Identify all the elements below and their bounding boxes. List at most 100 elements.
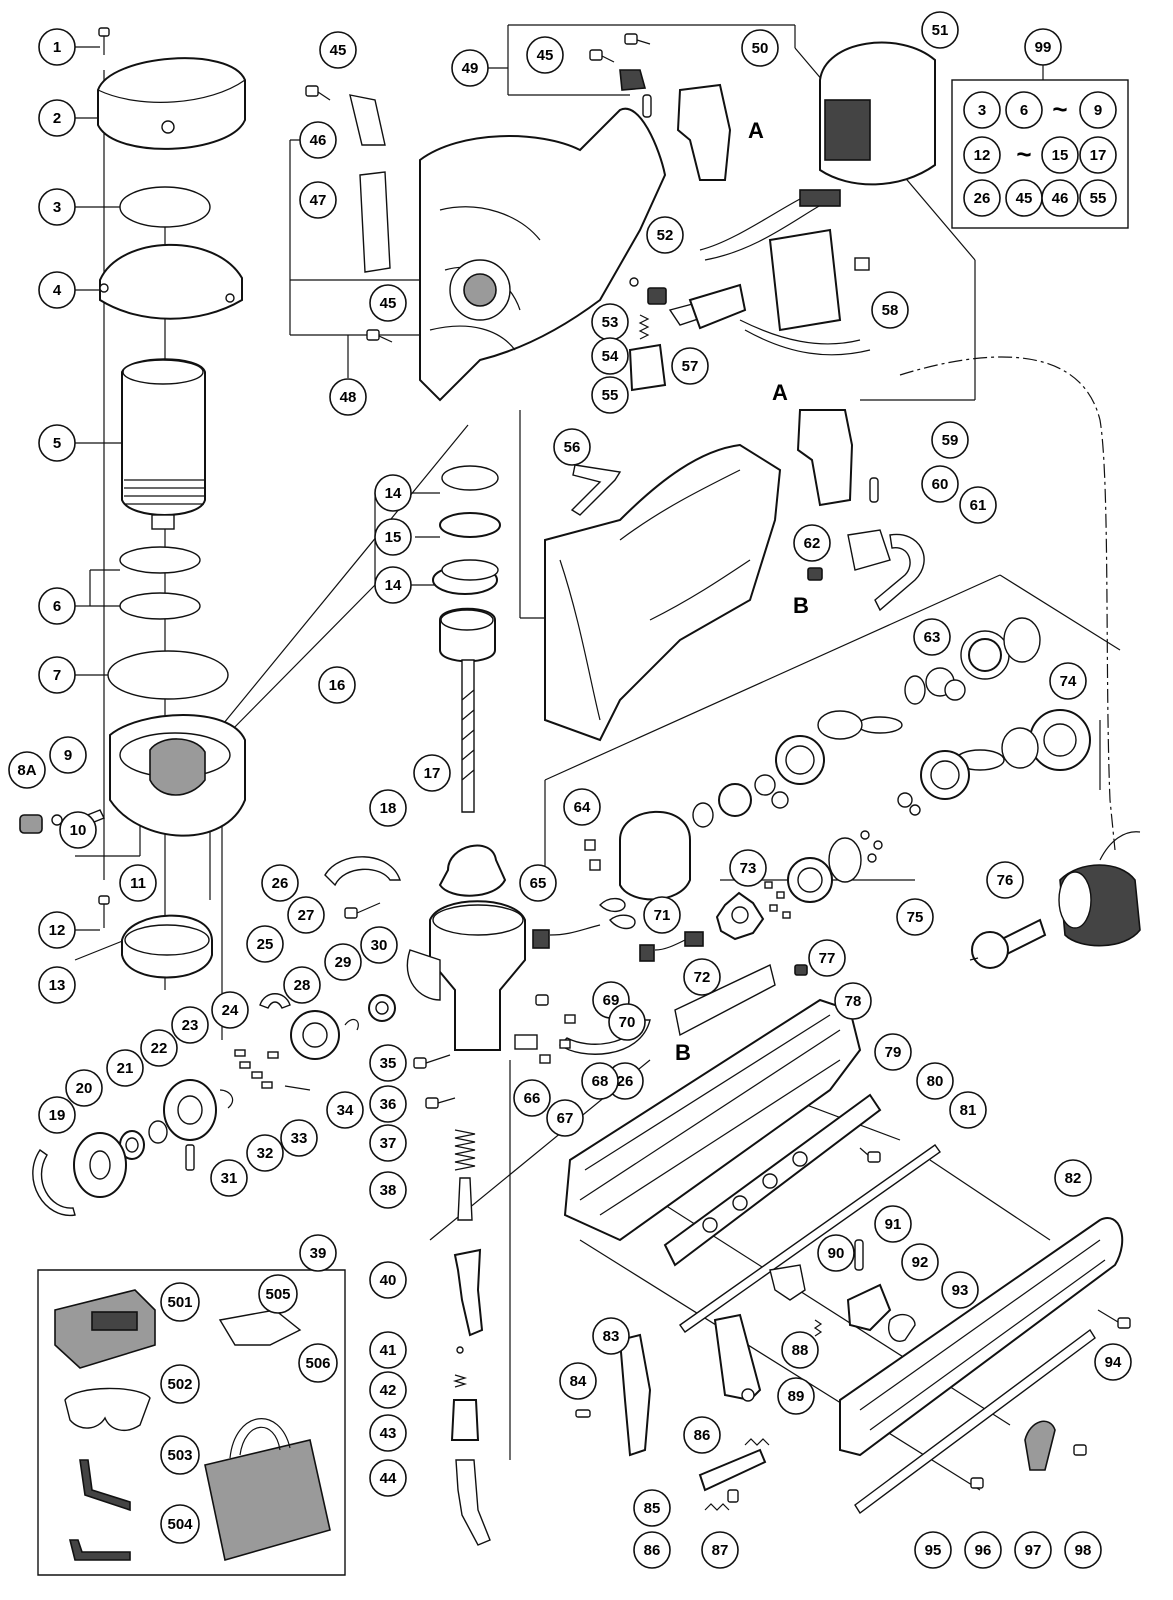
part-housing-right	[544, 443, 782, 742]
svg-text:51: 51	[932, 22, 949, 39]
svg-text:504: 504	[167, 1516, 193, 1533]
callout-62: 62	[793, 524, 831, 562]
part-illustrations	[19, 27, 1141, 1576]
svg-text:7: 7	[53, 667, 61, 684]
svg-text:50: 50	[752, 40, 769, 57]
callout-32: 32	[246, 1134, 284, 1172]
svg-text:17: 17	[1090, 147, 1107, 164]
callout-33: 33	[280, 1119, 318, 1157]
svg-text:14: 14	[385, 485, 402, 502]
svg-text:47: 47	[310, 192, 327, 209]
svg-text:60: 60	[932, 476, 949, 493]
callout-3: 3	[38, 188, 76, 226]
callout-43: 43	[369, 1414, 407, 1452]
svg-text:24: 24	[222, 1002, 239, 1019]
callout-505: 505	[258, 1274, 298, 1314]
callout-71: 71	[643, 896, 681, 934]
kit-99-item-3: 3	[963, 91, 1001, 129]
svg-text:65: 65	[530, 875, 547, 892]
svg-text:6: 6	[53, 598, 61, 615]
svg-text:9: 9	[64, 747, 72, 764]
callout-73: 73	[729, 849, 767, 887]
callout-18: 18	[369, 789, 407, 827]
callout-60: 60	[921, 465, 959, 503]
callout-90: 90	[817, 1234, 855, 1272]
svg-text:79: 79	[885, 1044, 902, 1061]
svg-text:84: 84	[570, 1373, 587, 1390]
accessory-bag	[204, 1439, 331, 1562]
callout-72: 72	[683, 958, 721, 996]
svg-text:45: 45	[537, 47, 554, 64]
ref-letter-b-1: B	[793, 593, 809, 618]
callout-66: 66	[513, 1079, 551, 1117]
svg-text:505: 505	[265, 1286, 290, 1303]
svg-text:48: 48	[340, 389, 357, 406]
svg-text:88: 88	[792, 1342, 809, 1359]
svg-text:9: 9	[1094, 102, 1102, 119]
svg-text:15: 15	[1052, 147, 1069, 164]
kit-99-item-15: 15	[1041, 136, 1079, 174]
kit-99-item-45: 45	[1005, 179, 1043, 217]
callout-70: 70	[608, 1003, 646, 1041]
callout-85: 85	[633, 1489, 671, 1527]
callout-95: 95	[914, 1531, 952, 1569]
part-screw-1	[98, 27, 110, 55]
callout-25: 25	[246, 925, 284, 963]
kit-99-range-tilde: ~	[1052, 94, 1067, 124]
callout-30: 30	[360, 926, 398, 964]
svg-text:43: 43	[380, 1425, 397, 1442]
svg-text:35: 35	[380, 1055, 397, 1072]
callout-40: 40	[369, 1261, 407, 1299]
svg-text:63: 63	[924, 629, 941, 646]
callout-37: 37	[369, 1124, 407, 1162]
part-magazine-cover	[839, 1217, 1124, 1457]
svg-text:46: 46	[1052, 190, 1069, 207]
svg-text:46: 46	[310, 132, 327, 149]
callout-74: 74	[1049, 662, 1087, 700]
ref-letter-b-2: B	[675, 1040, 691, 1065]
part-head-cap	[97, 57, 246, 150]
svg-text:89: 89	[788, 1388, 805, 1405]
svg-text:59: 59	[942, 432, 959, 449]
svg-text:86: 86	[644, 1542, 661, 1559]
callout-68: 68	[581, 1062, 619, 1100]
svg-text:44: 44	[380, 1470, 397, 1487]
callout-29: 29	[324, 943, 362, 981]
svg-text:2: 2	[53, 110, 61, 127]
svg-text:26: 26	[617, 1073, 634, 1090]
svg-text:62: 62	[804, 535, 821, 552]
part-switch-block	[676, 83, 732, 181]
callout-53: 53	[591, 303, 629, 341]
svg-text:86: 86	[694, 1427, 711, 1444]
svg-text:20: 20	[76, 1080, 93, 1097]
svg-text:1: 1	[53, 39, 61, 56]
callout-26-1: 26	[261, 864, 299, 902]
callout-64: 64	[563, 788, 601, 826]
callout-47: 47	[299, 181, 337, 219]
kit-99-item-26: 26	[963, 179, 1001, 217]
svg-text:75: 75	[907, 909, 924, 926]
svg-text:37: 37	[380, 1135, 397, 1152]
svg-text:11: 11	[130, 875, 146, 892]
svg-text:93: 93	[952, 1282, 969, 1299]
callout-63: 63	[913, 618, 951, 656]
callout-65: 65	[519, 864, 557, 902]
svg-text:29: 29	[335, 954, 352, 971]
svg-text:70: 70	[619, 1014, 636, 1031]
callout-24: 24	[211, 991, 249, 1029]
callout-75: 75	[896, 898, 934, 936]
callout-12: 12	[38, 911, 76, 949]
svg-text:25: 25	[257, 936, 274, 953]
svg-text:74: 74	[1060, 673, 1077, 690]
part-cylinder-cap	[99, 243, 243, 320]
callout-38: 38	[369, 1171, 407, 1209]
svg-text:503: 503	[167, 1447, 192, 1464]
svg-text:73: 73	[740, 860, 757, 877]
svg-text:97: 97	[1025, 1542, 1042, 1559]
callout-42: 42	[369, 1371, 407, 1409]
callout-22: 22	[140, 1029, 178, 1067]
svg-text:13: 13	[49, 977, 66, 994]
callout-83: 83	[592, 1317, 630, 1355]
